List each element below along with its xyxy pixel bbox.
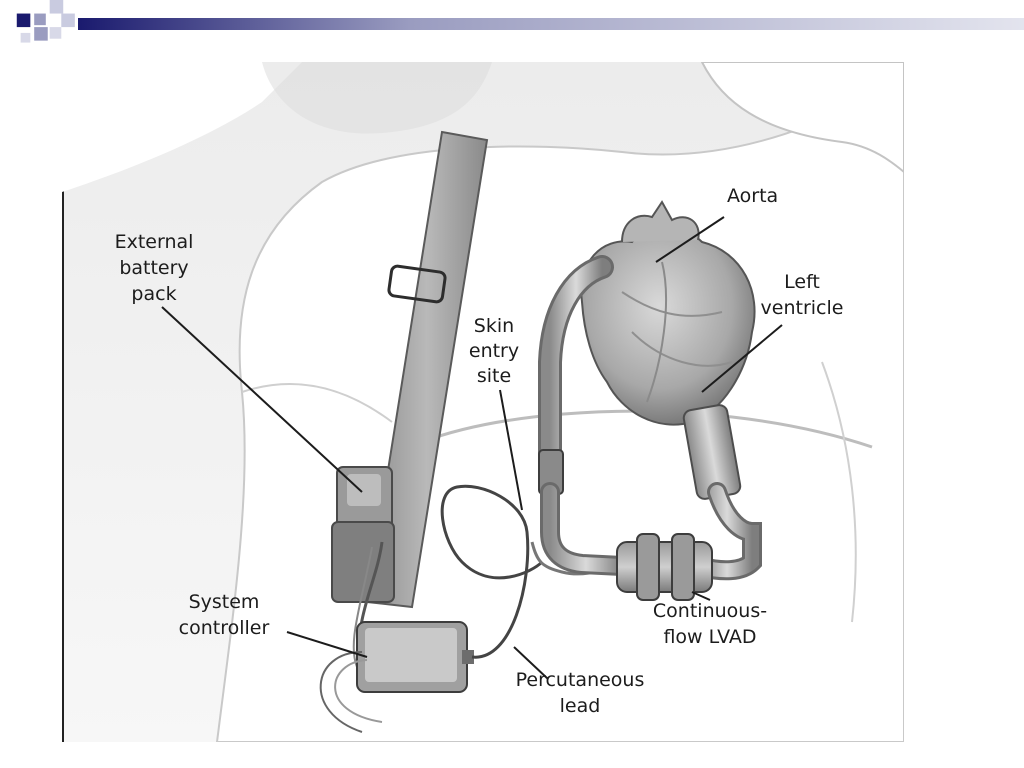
header-rule: [78, 18, 1024, 30]
lvad-illustration: Aorta Left ventricle External battery pa…: [62, 62, 904, 742]
label-skin-line2: entry: [469, 340, 519, 362]
heart: [580, 226, 756, 426]
label-percutaneous-line2: lead: [560, 695, 601, 717]
strap-buckle: [387, 264, 447, 304]
label-left-ventricle-line2: ventricle: [761, 297, 844, 319]
aorta-vessel: [621, 200, 700, 243]
lvad-pump: [616, 541, 713, 593]
shoulder-strap: [365, 130, 489, 609]
leader-battery: [161, 306, 363, 493]
lvad-diagram: Aorta Left ventricle External battery pa…: [62, 62, 904, 742]
leader-left-ventricle: [701, 324, 783, 393]
header-square-navy: [16, 13, 31, 28]
percutaneous-lead-cable: [440, 484, 544, 659]
label-left-ventricle-line1: Left: [784, 271, 820, 293]
label-external-line1: External: [115, 231, 194, 253]
label-percutaneous-line1: Percutaneous: [516, 669, 645, 691]
label-external-line3: pack: [131, 283, 176, 305]
leader-controller: [286, 631, 368, 658]
label-system-line2: controller: [179, 617, 270, 639]
leader-aorta: [655, 216, 725, 263]
label-external-line2: battery: [119, 257, 188, 279]
label-skin-line3: site: [477, 365, 511, 387]
leader-percutaneous: [513, 646, 549, 680]
header-decoration: [16, 0, 75, 43]
label-aorta: Aorta: [727, 185, 778, 207]
leader-lvad: [691, 591, 711, 601]
label-lvad-line2: flow LVAD: [663, 626, 756, 648]
label-system-line1: System: [189, 591, 260, 613]
label-lvad-line1: Continuous-: [653, 600, 767, 622]
leader-skin-entry: [499, 389, 523, 511]
label-skin-line1: Skin: [474, 315, 514, 337]
